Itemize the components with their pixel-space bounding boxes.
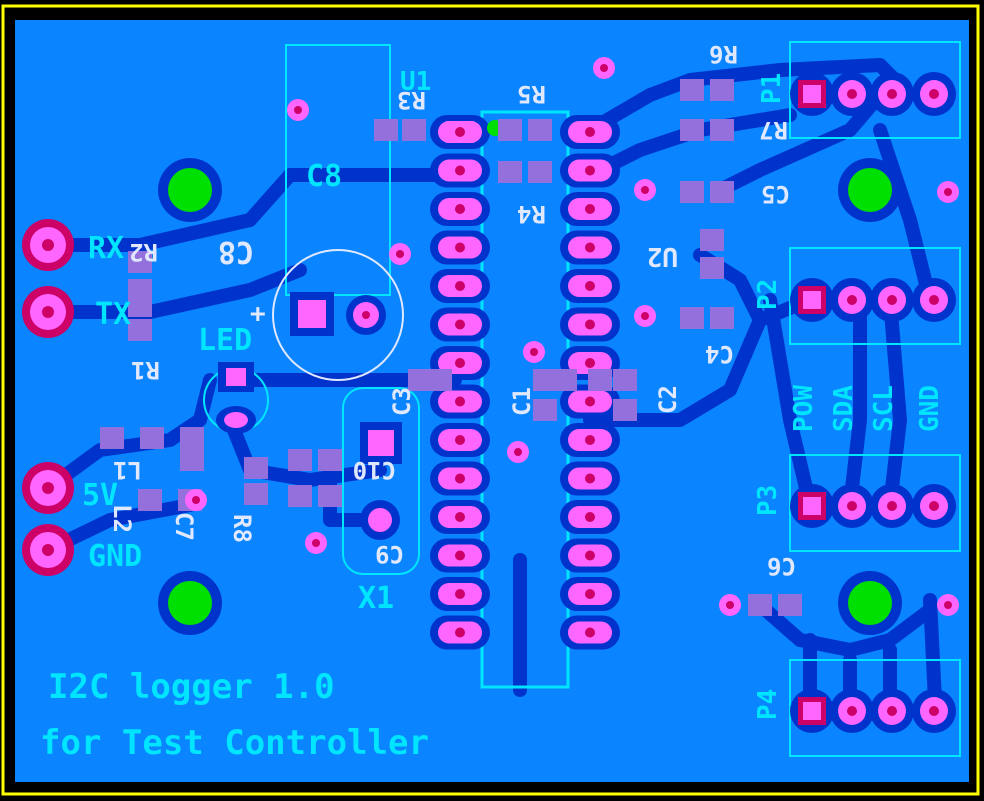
smd-pad: [128, 319, 152, 341]
u1-left-pins: [430, 115, 490, 650]
label-p3: P3: [753, 485, 783, 516]
label-p4: P4: [753, 689, 783, 720]
label-gnd: GND: [88, 539, 142, 574]
u1-right-pins: [560, 115, 620, 650]
smd-pad: [533, 399, 557, 421]
label-x1: X1: [358, 581, 394, 616]
smd-pad: [680, 181, 704, 203]
smd-pad: [402, 119, 426, 141]
smd-pad: [528, 161, 552, 183]
label-tx: TX: [95, 297, 131, 332]
label-r8: R8: [228, 514, 256, 543]
smd-pad: [700, 257, 724, 279]
smd-pad: [680, 307, 704, 329]
board-title-line1: I2C logger 1.0: [48, 667, 335, 707]
label-u2: U2: [647, 241, 678, 271]
smd-pad: [748, 594, 772, 616]
smd-pad: [318, 485, 342, 507]
smd-pad: [680, 119, 704, 141]
smd-pad: [100, 427, 124, 449]
label-r6: R6: [709, 40, 738, 68]
smd-pad: [710, 79, 734, 101]
label-rx: RX: [88, 231, 124, 266]
smd-pad: [700, 229, 724, 251]
smd-pad: [778, 594, 802, 616]
label-r3: R3: [397, 86, 426, 114]
smd-pad: [710, 181, 734, 203]
board-title-line2: for Test Controller: [40, 723, 429, 763]
silkscreen: RX TX 5V GND LED C8 C8 U1 R3 R5 R4 R6 R7…: [40, 40, 945, 763]
header-p3: [789, 454, 961, 552]
label-r1: R1: [131, 356, 160, 384]
smd-pad: [680, 79, 704, 101]
label-u1: U1: [400, 67, 431, 97]
label-c4: C4: [705, 340, 734, 368]
label-led: LED: [198, 323, 252, 358]
smd-pad: [428, 369, 452, 391]
label-5v: 5V: [82, 478, 118, 513]
label-gnd-header: GND: [915, 385, 945, 432]
label-scl: SCL: [869, 385, 899, 432]
smd-pad: [180, 449, 204, 471]
smd-pad: [553, 369, 577, 391]
label-c1: C1: [508, 387, 536, 416]
smd-pad: [374, 119, 398, 141]
smd-pad: [244, 457, 268, 479]
smd-pad: [244, 483, 268, 505]
smd-pad: [288, 485, 312, 507]
smd-pad: [588, 369, 612, 391]
smd-pad: [288, 449, 312, 471]
header-pins: [790, 72, 956, 733]
mounting-holes: [158, 158, 902, 635]
smd-pad: [498, 119, 522, 141]
header-p2: [789, 247, 961, 345]
smd-pads: [100, 79, 802, 616]
u1-chip: [430, 110, 620, 689]
label-pow: POW: [789, 385, 819, 432]
vias: [185, 57, 959, 616]
label-l2: L2: [108, 504, 136, 533]
label-p2: P2: [753, 279, 783, 310]
label-c8-mirror: C8: [218, 234, 254, 269]
smd-pad: [710, 307, 734, 329]
smd-pad: [498, 161, 522, 183]
x1-crystal: [342, 387, 420, 575]
label-c2: C2: [654, 385, 682, 414]
label-c8-top: C8: [306, 159, 342, 194]
label-c9: C9: [375, 540, 404, 568]
label-c10: C10: [353, 456, 396, 484]
edge-pads-left: [22, 219, 74, 576]
label-r7: R7: [759, 116, 788, 144]
board-edge: [1, 4, 980, 796]
smd-pad: [528, 119, 552, 141]
header-p4: [789, 659, 961, 757]
label-l1: L1: [113, 456, 142, 484]
smd-pad: [138, 489, 162, 511]
smd-pad: [180, 427, 204, 449]
svg-text:+: +: [250, 299, 266, 329]
smd-pad: [613, 399, 637, 421]
smd-pad: [140, 427, 164, 449]
label-sda: SDA: [829, 385, 859, 432]
header-p1: [789, 41, 961, 139]
smd-pad: [710, 119, 734, 141]
label-c7: C7: [170, 512, 198, 541]
smd-pad: [128, 251, 152, 273]
label-r2: R2: [129, 238, 158, 266]
label-r5: R5: [517, 80, 546, 108]
label-p1: P1: [757, 73, 787, 104]
label-r4: R4: [517, 200, 546, 228]
label-c6: C6: [767, 552, 796, 580]
label-c5: C5: [761, 180, 790, 208]
led-component: [203, 362, 269, 434]
c8-capacitor: +: [250, 44, 404, 381]
smd-pad: [408, 369, 432, 391]
smd-pad: [128, 295, 152, 317]
smd-pad: [613, 369, 637, 391]
smd-pad: [318, 449, 342, 471]
smd-pad: [533, 369, 557, 391]
label-c3: C3: [388, 387, 416, 416]
